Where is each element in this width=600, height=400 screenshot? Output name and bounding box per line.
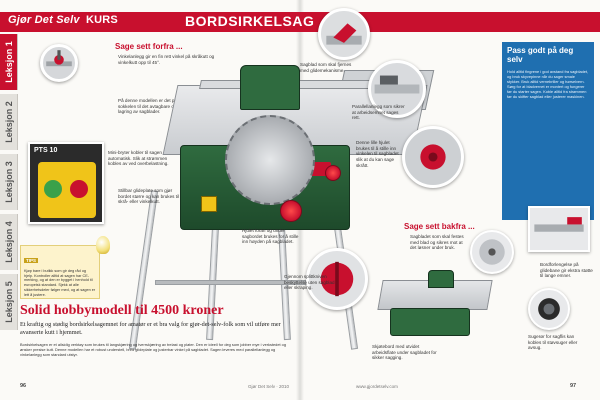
caption-bottom-knob: Hjulet foran og under sagbordet brukes f… (242, 228, 299, 245)
back-view-heading: Sage sett bakfra ... (404, 222, 475, 231)
caption-right-top: Sagbladet som skal festes med blad og si… (410, 234, 464, 251)
tips-box: TIPS Kjøp bare i butikk som gir deg råd … (20, 245, 100, 299)
header-bar (0, 12, 600, 32)
depth-adjust-icon (420, 144, 446, 170)
tips-text: Kjøp bare i butikk som gir deg råd og hj… (24, 269, 96, 297)
dust-port-icon (538, 298, 560, 320)
brand-name: Gjør Det Selv (8, 14, 80, 26)
section-title: BORDSIRKELSAG (185, 13, 315, 29)
safety-sidebar: Pass godt på deg selv Hold alltid fingre… (502, 42, 594, 220)
rip-fence-inset (368, 60, 426, 118)
rip-fence-icon (374, 75, 420, 94)
extension-rail-icon (534, 217, 584, 232)
pts-off-button[interactable] (70, 180, 88, 198)
caption-saw-guard: Sagblad som skal fjernes med glidemekani… (300, 62, 352, 73)
pts-inset: PTS 10 (28, 142, 104, 224)
pts-label: PTS 10 (34, 147, 58, 154)
caption-right-mid: Bordforlengelse på glidebane gir ekstra … (540, 262, 593, 279)
article-deck: Et kraftig og stødig bordsirkelsagemnet … (20, 321, 281, 336)
blade-guard-inset (318, 8, 370, 60)
tilt-adjust-wheel[interactable] (325, 165, 341, 181)
lesson-tabs: Leksjon 1 Leksjon 2 Leksjon 3 Leksjon 4 … (0, 34, 18, 344)
tab-lesson-3[interactable]: Leksjon 3 (0, 154, 18, 210)
height-wheel-icon (320, 261, 354, 297)
tab-lesson-2[interactable]: Leksjon 2 (0, 94, 18, 150)
tab-lesson-4[interactable]: Leksjon 4 (0, 214, 18, 270)
dust-port-inset (528, 288, 570, 330)
left-page-number: 96 (20, 383, 27, 389)
table-saw-illustration (40, 40, 435, 350)
depth-adjust-inset (402, 126, 464, 188)
brand-logo: Gjør Det Selv KURS (8, 14, 118, 26)
pts-switch-panel (38, 162, 96, 218)
right-footer-note: www.gjordetselv.com (356, 384, 398, 389)
caption-depth: Denne lille hjulet brukes til å stille i… (356, 140, 399, 168)
right-page-number: 97 (570, 383, 577, 389)
caption-right-bottom: Skjøtebord med utvidet arbeidsflate unde… (372, 344, 437, 361)
height-wheel-inset (306, 248, 368, 310)
sidebar-text: Hold alltid fingrene i god avstand fra s… (507, 68, 589, 100)
front-view-heading: Sage sett forfra ... (115, 42, 183, 51)
back-view-saw (370, 270, 500, 340)
brand-suffix: KURS (85, 14, 118, 26)
blade-guard (240, 65, 300, 110)
caption-right-lower: Sugerør for sagflis kan kobles til støvs… (528, 334, 578, 351)
blade-arbor-inset (470, 230, 514, 274)
caption-slider: Stillbar glideplate som gjør bordet stør… (118, 188, 180, 205)
angle-guide-inset (40, 44, 78, 82)
sidebar-title: Pass godt på deg selv (507, 46, 574, 64)
pts-on-button[interactable] (44, 180, 62, 198)
tips-title: TIPS (24, 258, 39, 263)
caption-pts: Mini-bryter kobler til sagen automatisk.… (108, 150, 169, 167)
caption-rip-fence: Parallellanlegg som sikrer at arbeidsemn… (352, 104, 405, 121)
tab-lesson-5[interactable]: Leksjon 5 (0, 274, 18, 330)
lightbulb-icon (96, 236, 110, 254)
power-switch[interactable] (201, 196, 217, 212)
caption-angle-guide: Vinkelanlegg gir en fin rett vinkel på s… (118, 54, 215, 65)
caption-blade-height: Gjennom splittkniven beskyttelse uten sa… (284, 274, 335, 291)
tab-lesson-1[interactable]: Leksjon 1 (0, 34, 18, 90)
left-footer-note: Gjør Det Selv · 2010 (248, 384, 290, 389)
caption-storage: På denne modellen er det plass på sokkel… (118, 98, 189, 115)
back-view-guard (428, 270, 454, 288)
blade-arbor-icon (479, 239, 505, 265)
saw-blade (225, 115, 315, 205)
height-adjust-wheel[interactable] (280, 200, 302, 222)
angle-guide-icon (46, 50, 72, 67)
article-title: Solid hobbymodell til 4500 kroner (20, 303, 224, 318)
article-body: Bordsirkelsagen er et allsidig verktøy s… (20, 342, 286, 358)
blade-guard-icon (326, 23, 362, 45)
back-view-housing (390, 308, 470, 336)
extension-inset (528, 206, 590, 252)
